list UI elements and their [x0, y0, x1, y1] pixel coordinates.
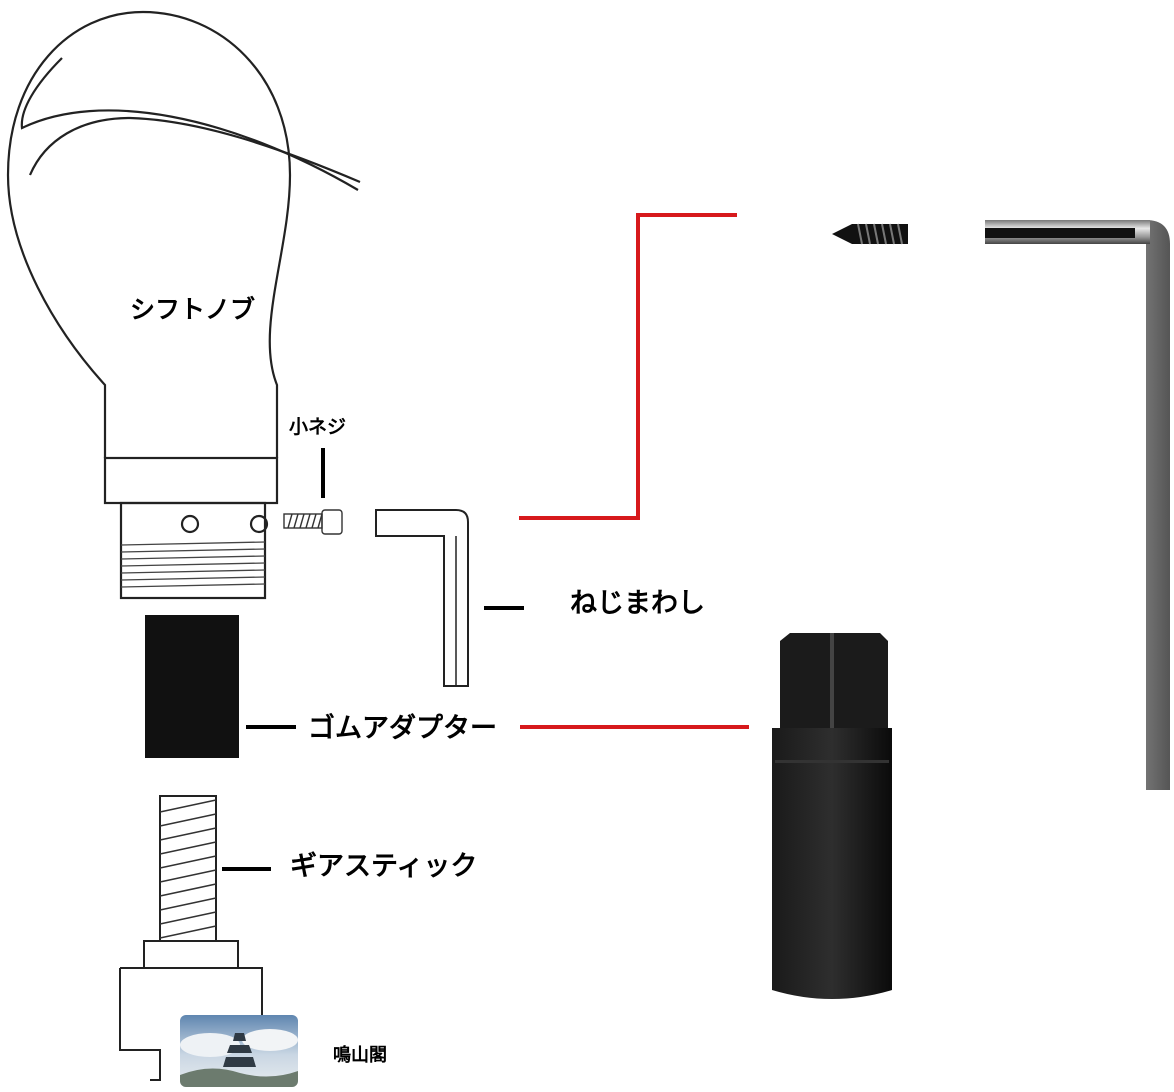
knob-stripe-1 [20, 57, 359, 191]
allen-key-photo [985, 220, 1170, 790]
rubber-adapter-label: ゴムアダプター [308, 713, 497, 744]
small-screw-label: 小ネジ [289, 416, 347, 438]
gear-stick-threads [159, 799, 217, 939]
shift-knob-drawing [6, 10, 361, 600]
rubber-adapter-photo [772, 633, 892, 999]
rubber-adapter-block [145, 615, 239, 758]
knob-collar [103, 456, 279, 505]
screwdriver-label: ねじまわし [570, 588, 705, 619]
set-screw-photo [832, 223, 908, 245]
watermark-thumbnail [180, 1015, 298, 1087]
red-leader-wrench [519, 213, 737, 520]
knob-hole-right [249, 514, 269, 534]
shift-knob-label: シフトノブ [130, 295, 256, 324]
pagoda-landscape-image [180, 1015, 298, 1087]
knob-hole-left [180, 514, 200, 534]
knob-stripe-2 [28, 116, 361, 184]
knob-thread-lines [120, 541, 266, 588]
hex-wrench-outline [375, 509, 469, 687]
knob-insert [119, 501, 267, 600]
knob-ball-outline [6, 10, 292, 458]
watermark-label: 鳴山閣 [333, 1045, 387, 1066]
gear-stick-label: ギアスティック [290, 851, 478, 882]
small-screw-drawing [283, 509, 343, 535]
